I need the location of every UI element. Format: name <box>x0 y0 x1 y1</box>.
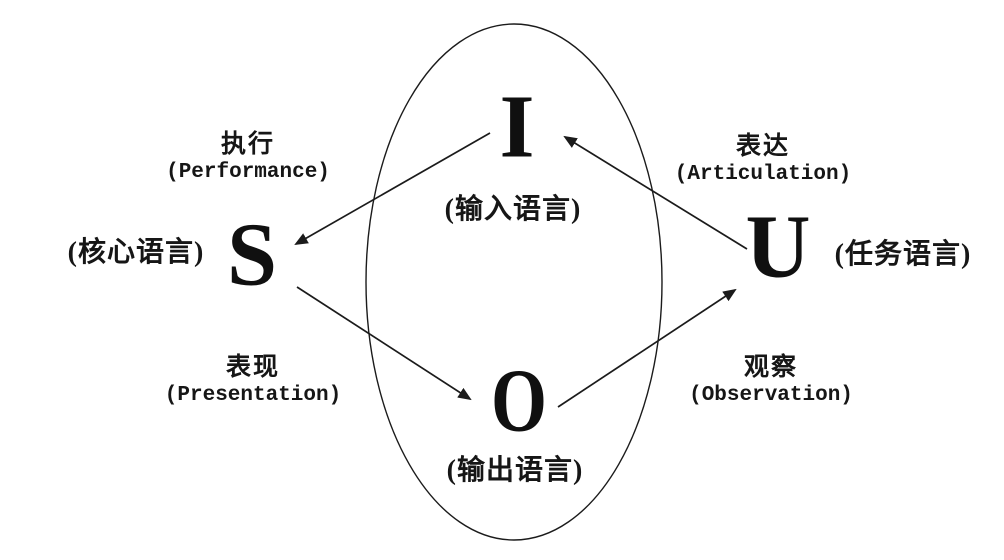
edge-label-articulation-zh: 表达 <box>735 133 790 160</box>
edge-label-articulation-en: (Articulation) <box>674 163 852 186</box>
edge-label-articulation: 表达 (Articulation) <box>675 132 851 188</box>
node-output-letter: O <box>490 351 548 451</box>
arrow-i-to-s <box>294 132 491 246</box>
inner-language-boundary-ellipse <box>365 23 663 541</box>
arrow-o-to-u <box>557 288 737 408</box>
node-input-letter: I <box>499 77 535 177</box>
edge-label-observation: 观察 (Observation) <box>689 353 853 409</box>
edge-label-presentation: 表现 (Presentation) <box>165 353 341 409</box>
node-task-label: (任务语言) <box>834 239 972 270</box>
edge-label-performance: 执行 (Performance) <box>166 130 330 186</box>
edge-label-observation-zh: 观察 <box>743 354 799 381</box>
edge-label-presentation-en: (Presentation) <box>164 384 342 407</box>
node-core-letter: S <box>226 205 278 305</box>
edge-label-performance-en: (Performance) <box>166 161 330 184</box>
arrow-s-to-o <box>296 286 472 401</box>
edge-label-performance-zh: 执行 <box>220 131 276 158</box>
node-input-label: (输入语言) <box>444 194 582 225</box>
node-output-label: (输出语言) <box>446 455 584 486</box>
edge-label-observation-en: (Observation) <box>689 384 853 407</box>
node-core-label: (核心语言) <box>67 237 205 268</box>
edge-label-presentation-zh: 表现 <box>225 354 280 381</box>
node-task-letter: U <box>745 197 811 297</box>
arrow-u-to-i <box>563 135 748 250</box>
